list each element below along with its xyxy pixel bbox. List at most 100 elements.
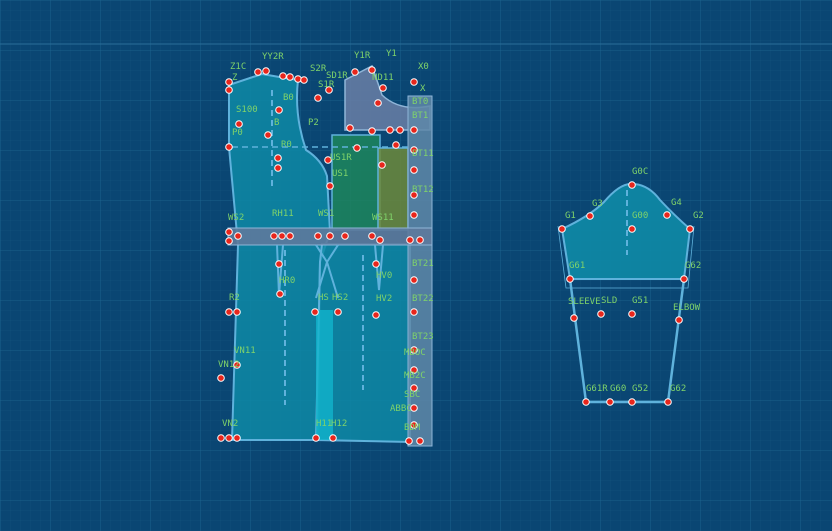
body-point[interactable] (416, 236, 424, 244)
body-point[interactable] (410, 346, 418, 354)
sleeve-point[interactable] (566, 275, 574, 283)
body-point[interactable] (225, 308, 233, 316)
body-point[interactable] (225, 143, 233, 151)
body-point[interactable] (368, 232, 376, 240)
body-point[interactable] (278, 232, 286, 240)
body-point[interactable] (386, 126, 394, 134)
body-point[interactable] (374, 99, 382, 107)
body-point[interactable] (279, 72, 287, 80)
body-point[interactable] (314, 232, 322, 240)
body-point[interactable] (325, 86, 333, 94)
body-point[interactable] (294, 75, 302, 83)
body-point[interactable] (270, 232, 278, 240)
sleeve-point[interactable] (606, 398, 614, 406)
sleeve-point[interactable] (686, 225, 694, 233)
body-point[interactable] (235, 120, 243, 128)
sleeve-point[interactable] (664, 398, 672, 406)
body-point[interactable] (217, 434, 225, 442)
body-point[interactable] (410, 191, 418, 199)
body-point[interactable] (410, 308, 418, 316)
body-point[interactable] (372, 311, 380, 319)
body-point[interactable] (233, 434, 241, 442)
sleeve-point[interactable] (680, 275, 688, 283)
body-point[interactable] (225, 237, 233, 245)
body-point[interactable] (329, 434, 337, 442)
body-point[interactable] (410, 276, 418, 284)
body-point[interactable] (274, 154, 282, 162)
body-point[interactable] (376, 236, 384, 244)
body-point[interactable] (225, 86, 233, 94)
body-point[interactable] (410, 404, 418, 412)
body-point[interactable] (368, 66, 376, 74)
sleeve-point[interactable] (582, 398, 590, 406)
body-point[interactable] (410, 126, 418, 134)
body-point[interactable] (225, 434, 233, 442)
body-point[interactable] (262, 67, 270, 75)
sleeve-lower-outline[interactable] (568, 278, 686, 404)
body-point[interactable] (286, 232, 294, 240)
body-point[interactable] (334, 308, 342, 316)
body-point[interactable] (286, 73, 294, 81)
body-point[interactable] (410, 211, 418, 219)
sleeve-point[interactable] (586, 212, 594, 220)
body-point[interactable] (311, 308, 319, 316)
body-point[interactable] (233, 361, 241, 369)
body-label-vn2: VN2 (222, 419, 238, 429)
body-point[interactable] (254, 68, 262, 76)
body-point[interactable] (410, 78, 418, 86)
sleeve-point[interactable] (628, 181, 636, 189)
body-point[interactable] (341, 232, 349, 240)
body-point[interactable] (353, 144, 361, 152)
body-point[interactable] (217, 374, 225, 382)
sleeve-point[interactable] (663, 211, 671, 219)
body-point[interactable] (346, 124, 354, 132)
sleeve-label-sld: SLD (601, 296, 617, 306)
body-label-ws11: WS11 (372, 213, 394, 223)
body-point[interactable] (326, 232, 334, 240)
body-point[interactable] (378, 161, 386, 169)
sleeve-point[interactable] (628, 225, 636, 233)
sleeve-point[interactable] (628, 310, 636, 318)
body-point[interactable] (410, 421, 418, 429)
sleeve-point[interactable] (675, 316, 683, 324)
body-point[interactable] (372, 260, 380, 268)
body-point[interactable] (300, 76, 308, 84)
sleeve-point[interactable] (558, 225, 566, 233)
body-point[interactable] (275, 260, 283, 268)
body-point[interactable] (351, 68, 359, 76)
body-point[interactable] (326, 182, 334, 190)
body-label-h11: H11 (316, 419, 332, 429)
body-label-sbc: SBC (404, 390, 420, 400)
body-point[interactable] (324, 156, 332, 164)
body-point[interactable] (410, 146, 418, 154)
body-points (217, 66, 424, 445)
body-point[interactable] (379, 84, 387, 92)
button-strip[interactable] (407, 95, 433, 447)
body-point[interactable] (225, 228, 233, 236)
body-point[interactable] (396, 126, 404, 134)
body-point[interactable] (314, 94, 322, 102)
body-point[interactable] (405, 437, 413, 445)
body-point[interactable] (275, 106, 283, 114)
body-point[interactable] (312, 434, 320, 442)
body-point[interactable] (410, 166, 418, 174)
body-point[interactable] (416, 437, 424, 445)
body-point[interactable] (264, 131, 272, 139)
sleeve-point[interactable] (570, 314, 578, 322)
body-point[interactable] (410, 384, 418, 392)
body-point[interactable] (233, 308, 241, 316)
body-point[interactable] (276, 290, 284, 298)
body-label-x0: X0 (418, 62, 429, 72)
body-point[interactable] (410, 366, 418, 374)
body-point[interactable] (392, 141, 400, 149)
body-point[interactable] (234, 232, 242, 240)
sleeve-point[interactable] (628, 398, 636, 406)
body-point[interactable] (406, 236, 414, 244)
sleeve-point[interactable] (597, 310, 605, 318)
body-point[interactable] (225, 78, 233, 86)
body-point[interactable] (274, 164, 282, 172)
body-point[interactable] (368, 127, 376, 135)
